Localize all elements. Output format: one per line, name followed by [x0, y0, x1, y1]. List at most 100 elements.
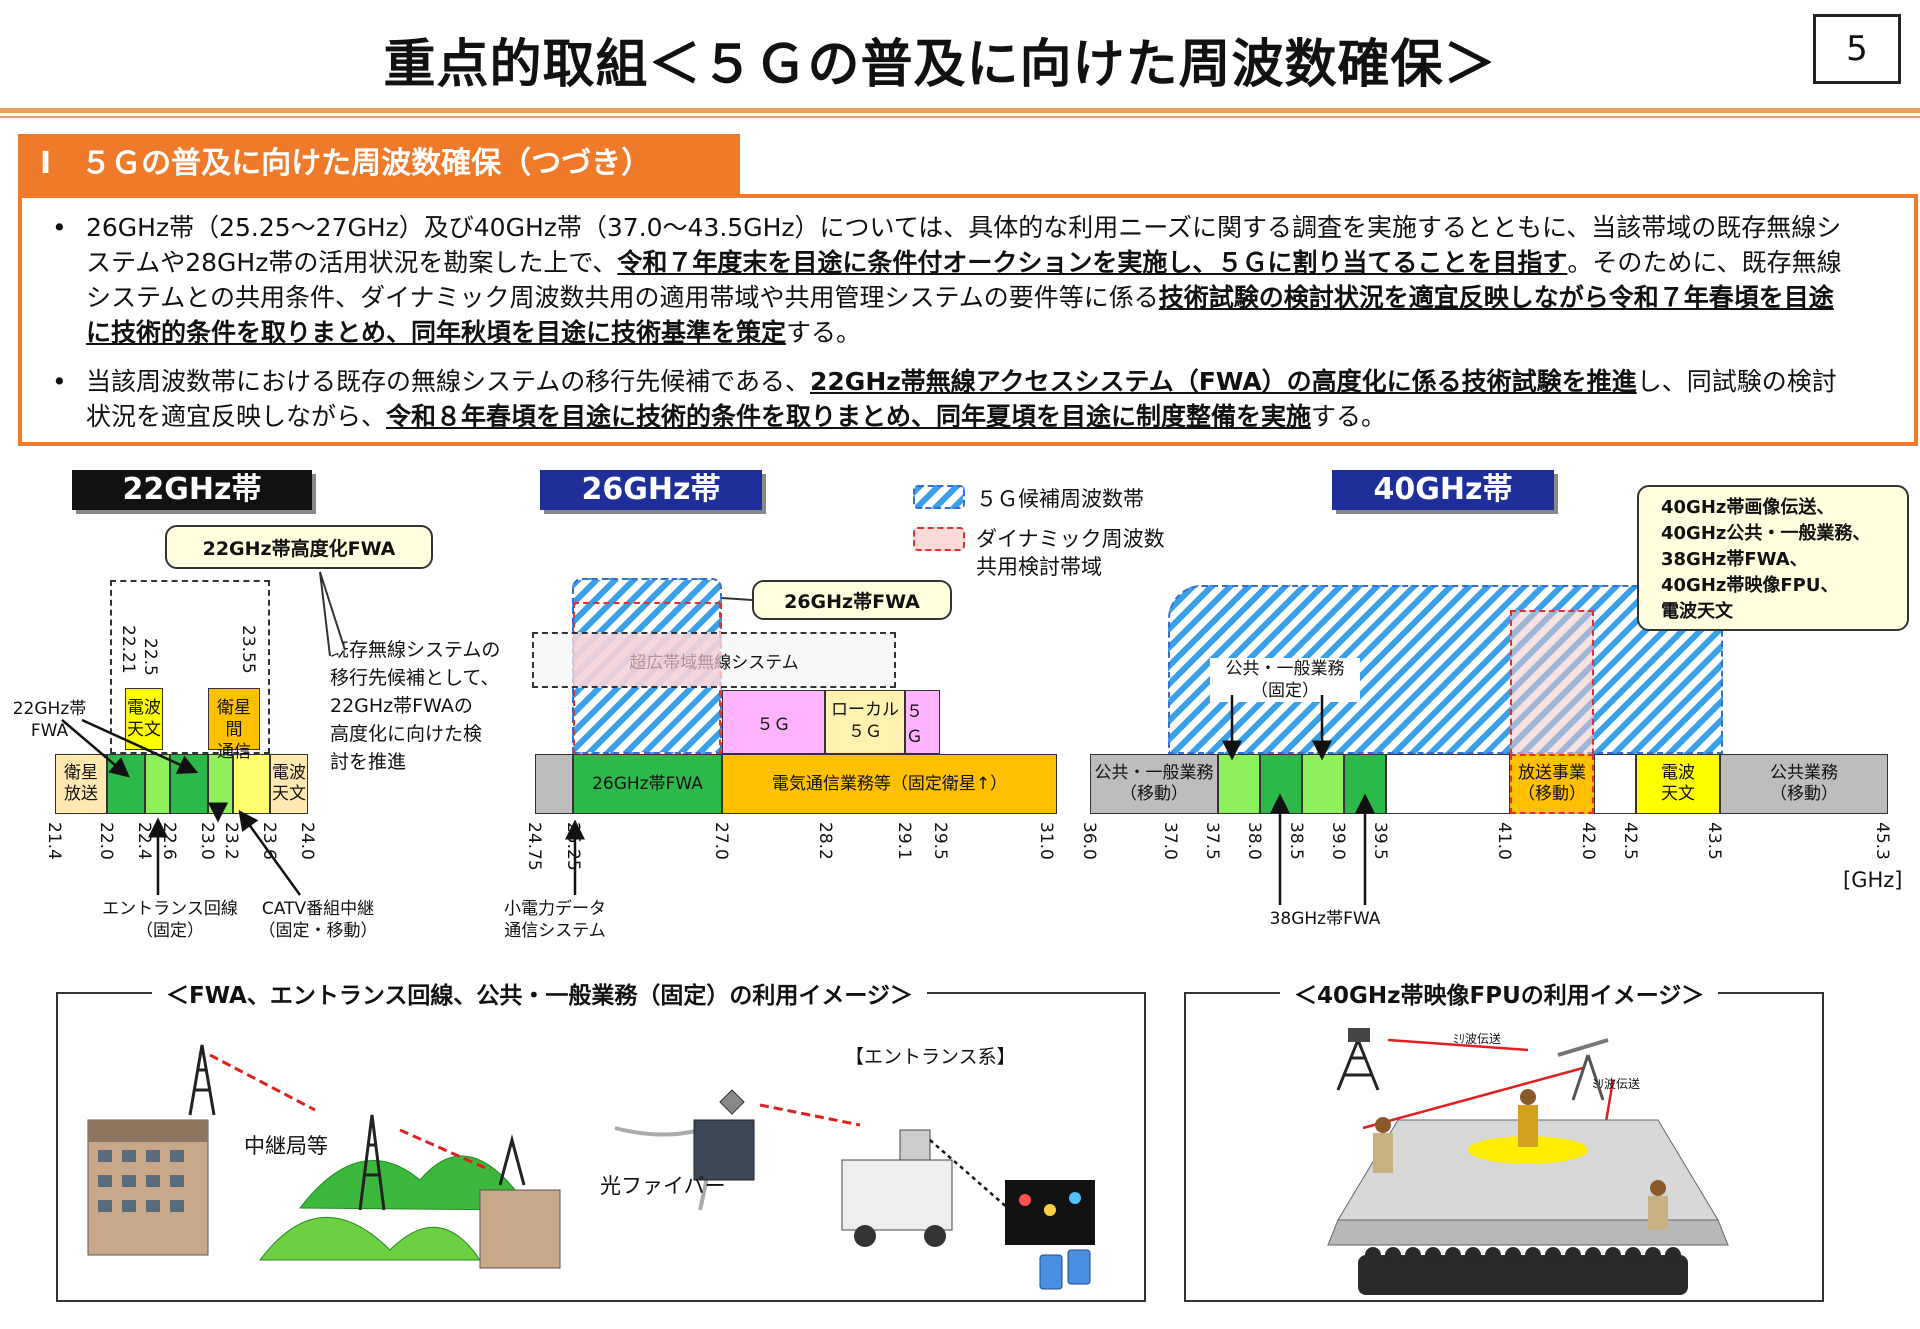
band-40-public-2: 公共業務（移動）: [1720, 754, 1888, 814]
band-22-catv: CATV番組中継（固定・移動）: [248, 898, 388, 942]
sat-l2: 放送: [64, 784, 98, 804]
broadcast-l1: 放送事業: [1518, 763, 1586, 783]
bullet-2-emphasis-a: 22GHz帯無線アクセスシステム（FWA）の高度化に係る技術試験を推進: [810, 367, 1637, 396]
page-number: 5: [1813, 14, 1901, 84]
bullet-1: 26GHz帯（25.25～27GHz）及び40GHz帯（37.0～43.5GHz…: [52, 210, 1854, 350]
band-22-fwa-block-5: [233, 754, 270, 814]
legend-dynamic-l2: 共用検討帯域: [976, 555, 1102, 579]
summary-box: 26GHz帯（25.25～27GHz）及び40GHz帯（37.0～43.5GHz…: [18, 194, 1918, 446]
bullet-1-emphasis-b: 技術試験の検討状況を適宜反映しながら令和７年春頃を目途に技術的条件を取りまとめ、…: [86, 283, 1834, 347]
bullet-2: 当該周波数帯における既存の無線システムの移行先候補である、22GHz帯無線アクセ…: [52, 364, 1854, 434]
public-l2: （移動）: [1120, 784, 1188, 804]
fwa-label-l2: FWA: [30, 721, 69, 741]
band-40-broadcast: 放送事業（移動）: [1510, 754, 1594, 814]
bullet-2-text-a: 当該周波数帯における既存の無線システムの移行先候補である、: [86, 367, 811, 396]
header-rule: [0, 108, 1920, 113]
band-26-fwa-callout: 26GHz帯FWA: [752, 580, 952, 620]
public-l1: 公共・一般業務: [1094, 763, 1214, 783]
band-22-label: 22GHz帯: [72, 470, 312, 510]
note-line: 高度化に向けた検: [330, 723, 483, 745]
bullet-2-text-c: する。: [1311, 402, 1387, 431]
catv-l2: （固定・移動）: [258, 921, 378, 941]
unit-label: [GHz]: [1843, 868, 1903, 892]
callout-line: 40GHz帯映像FPU、: [1661, 575, 1839, 596]
diagram-arrows: [61, 571, 1375, 905]
band-40-radio-astronomy: 電波天文: [1636, 754, 1720, 814]
ra2-l1: 電波: [272, 763, 306, 783]
note-line: 22GHz帯FWAの: [330, 695, 473, 717]
band-22-radio-astronomy-2: 電波天文: [270, 754, 308, 814]
local-l2: ５Ｇ: [848, 722, 882, 742]
note-line: 討を推進: [330, 751, 407, 773]
fixed-l2: （固定）: [1251, 681, 1319, 701]
entrance-l1: エントランス回線: [102, 899, 238, 919]
band-40-block-1: [1218, 754, 1260, 814]
entrance-l2: （固定）: [136, 921, 204, 941]
band-22-fwa-callout: 22GHz帯高度化FWA: [165, 525, 433, 569]
broadcast-l2: （移動）: [1518, 784, 1586, 804]
band-40-fixed: 公共・一般業務（固定）: [1210, 658, 1360, 702]
callout-line: 40GHz公共・一般業務、: [1661, 523, 1871, 544]
band-26-fwa: 26GHz帯FWA: [573, 754, 722, 814]
band-40-block-6: [1594, 754, 1636, 814]
callout-line: 電波天文: [1661, 601, 1733, 622]
mw-label-2: ﾐﾘ波伝送: [1592, 1077, 1641, 1091]
page-title: 重点的取組＜５Ｇの普及に向けた周波数確保＞: [383, 35, 1497, 95]
band-40-fwa38: 38GHz帯FWA: [1269, 909, 1381, 929]
band-26-5g: ５Ｇ: [722, 690, 825, 754]
band-22-fwa-range: [110, 580, 270, 754]
fiber-label: 光ファイバー: [600, 1174, 726, 1198]
band-26-uwb-overlap: [574, 634, 720, 686]
fpu-usage-illustration: [1327, 1028, 1729, 1295]
legend-candidate-swatch: [913, 485, 965, 509]
fpu-usage-title: ＜40GHz帯映像FPUの利用イメージ＞: [1280, 976, 1719, 1010]
legend-dynamic-label: ダイナミック周波数共用検討帯域: [976, 525, 1165, 581]
entrance-label: 【エントランス系】: [845, 1046, 1016, 1068]
band-22-entrance: エントランス回線（固定）: [100, 898, 240, 942]
band-22-radio-astronomy: 電波天文: [125, 688, 163, 750]
band-22-fwa-block-2: [145, 754, 170, 814]
fwa-usage-title: ＜FWA、エントランス回線、公共・一般業務（固定）の利用イメージ＞: [152, 976, 927, 1010]
note-line: 移行先候補として、: [330, 667, 500, 689]
ra-l1: 電波: [127, 698, 161, 718]
bullet-1-text-c: する。: [786, 318, 862, 347]
band-40-public-mobile: 公共・一般業務（移動）: [1090, 754, 1218, 814]
public2-l1: 公共業務: [1770, 763, 1838, 783]
callout-line: 40GHz帯画像伝送、: [1661, 497, 1835, 518]
relay-label: 中継局等: [244, 1134, 328, 1158]
sat-l1: 衛星: [64, 763, 98, 783]
ra2-l2: 天文: [272, 784, 306, 804]
band-22-note: 既存無線システムの 移行先候補として、 22GHz帯FWAの 高度化に向けた検 …: [330, 636, 530, 776]
local-l1: ローカル: [831, 700, 899, 720]
legend-dynamic-l1: ダイナミック周波数: [976, 527, 1165, 551]
bullet-1-text-a: 26GHz帯（25.25～27GHz）及び40GHz帯（37.0～43.5GHz…: [86, 213, 1842, 277]
bullet-1-text-b: 。そのために、既存無線システムとの共用条件、ダイナミック周波数共用の適用帯域や共…: [86, 248, 1842, 312]
band-40-block-5: [1386, 754, 1510, 814]
legend-candidate-label: ５Ｇ候補周波数帯: [976, 487, 1144, 511]
intersat-l2: 通信: [217, 742, 251, 762]
band-26-telecom: 電気通信業務等（固定衛星↑）: [722, 754, 1057, 814]
intersat-l1: 衛星間: [217, 698, 251, 740]
fwa-label-l1: 22GHz帯: [12, 699, 87, 719]
band-26-label: 26GHz帯: [540, 470, 762, 510]
ra-l2: 天文: [127, 720, 161, 740]
band-26-lowpower: 小電力データ通信システム: [495, 898, 615, 942]
band-40-callout: 40GHz帯画像伝送、 40GHz公共・一般業務、 38GHz帯FWA、 40G…: [1637, 485, 1909, 631]
header-rule-thin: [0, 116, 1920, 118]
note-line: 既存無線システムの: [330, 639, 501, 661]
band-22-intersat: 衛星間通信: [208, 688, 260, 762]
public2-l2: （移動）: [1770, 784, 1838, 804]
band-26-5g-2: ５Ｇ: [905, 690, 940, 754]
band-26-lowpower-block: [535, 754, 573, 814]
bullet-2-text-b: し、同試験の検討状況を適宜反映しながら、: [86, 367, 1837, 431]
legend-dynamic-swatch: [913, 527, 965, 551]
catv-l1: CATV番組中継: [261, 899, 375, 919]
fwa-usage-illustration: [87, 1044, 1095, 1290]
lowpower-l1: 小電力データ: [504, 899, 606, 919]
mw-label-1: ﾐﾘ波伝送: [1453, 1032, 1502, 1046]
lowpower-l2: 通信システム: [504, 921, 606, 941]
ra40-l2: 天文: [1661, 784, 1695, 804]
